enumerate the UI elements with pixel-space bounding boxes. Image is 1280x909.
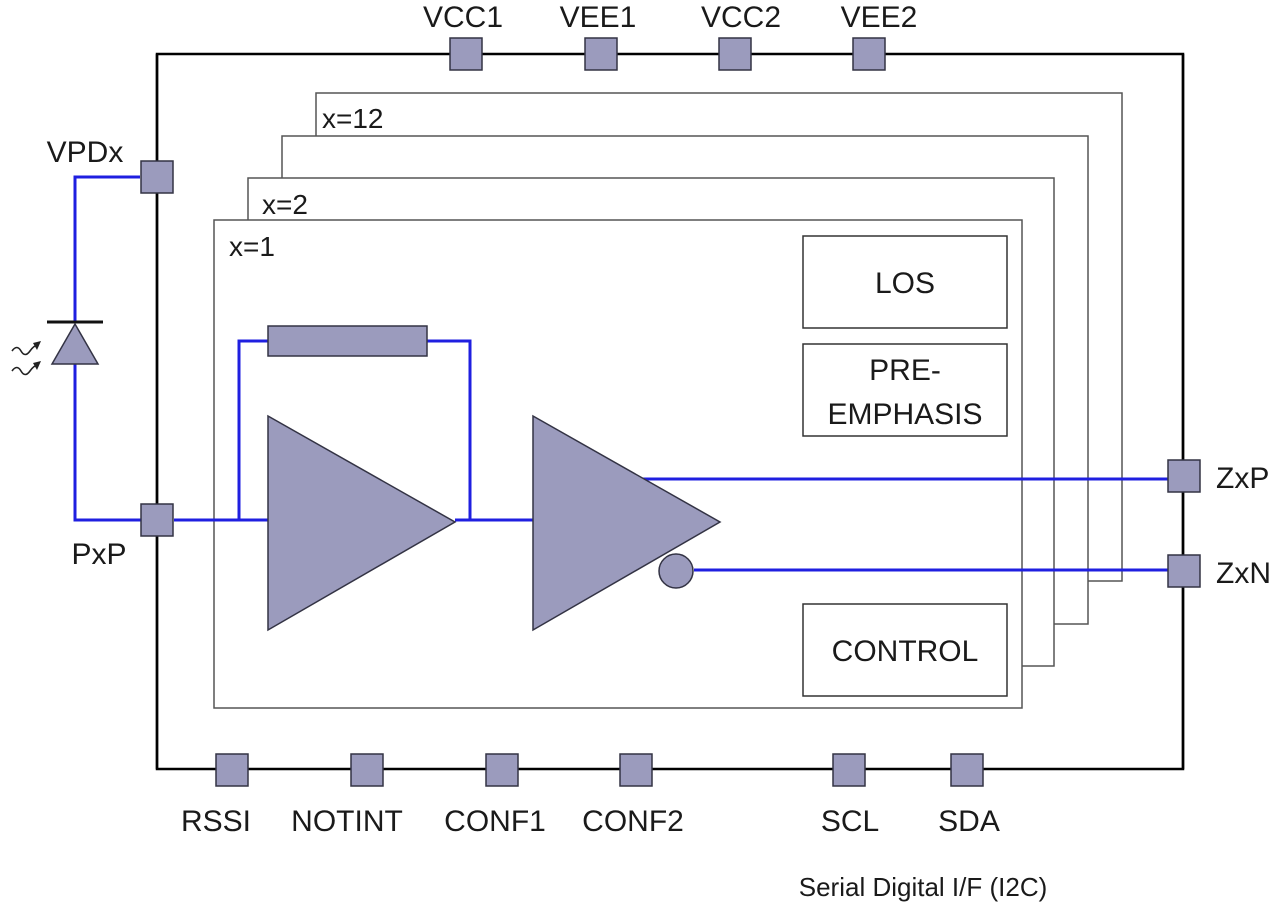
pad-vee1 [584,37,618,71]
pad-rssi [215,753,249,787]
pin-label-scl: SCL [821,805,879,838]
inverting-output-bubble [658,553,694,589]
channel-label-2: x=2 [262,189,308,220]
transimpedance-amplifier-icon [267,414,457,632]
pin-label-notint: NOTINT [291,805,403,838]
los-block [802,235,1008,329]
pad-notint [350,753,384,787]
channel-label-1: x=1 [229,231,275,262]
pin-label-rssi: RSSI [181,805,251,838]
signal-wires [73,175,1168,572]
control-label: CONTROL [832,635,979,668]
pre-emphasis-label-1: PRE- [869,354,941,387]
limiting-amplifier-icon [532,414,722,632]
feedback-resistor-icon [267,325,428,357]
pad-conf1 [485,753,519,787]
serial-interface-note: Serial Digital I/F (I2C) [799,872,1048,902]
pin-label-sda: SDA [938,805,1000,838]
pad-vcc2 [718,37,752,71]
pre-emphasis-label-2: EMPHASIS [827,398,982,431]
pad-conf2 [619,753,653,787]
pad-zxp [1167,459,1201,493]
control-block [802,603,1008,697]
pin-label-vpdx: VPDx [47,136,124,169]
photodiode-icon [47,320,103,365]
channel-label-12: x=12 [322,103,384,134]
pin-label-zxn: ZxN [1216,557,1271,590]
pin-label-vcc1: VCC1 [423,1,503,34]
pin-label-pxp: PxP [71,538,126,571]
pad-sda [950,753,984,787]
light-arrow-icon [11,341,41,376]
pre-emphasis-block [802,343,1008,437]
los-label: LOS [875,267,935,300]
pad-vcc1 [449,37,483,71]
pad-zxn [1167,554,1201,588]
pad-vee2 [852,37,886,71]
pin-label-conf2: CONF2 [582,805,684,838]
pin-label-zxp: ZxP [1216,462,1269,495]
pin-label-conf1: CONF1 [444,805,546,838]
pad-pxp [140,503,174,537]
pin-label-vcc2: VCC2 [701,1,781,34]
pin-label-vee1: VEE1 [560,1,637,34]
pad-scl [832,753,866,787]
pad-vpdx [140,160,174,194]
pin-label-vee2: VEE2 [841,1,918,34]
